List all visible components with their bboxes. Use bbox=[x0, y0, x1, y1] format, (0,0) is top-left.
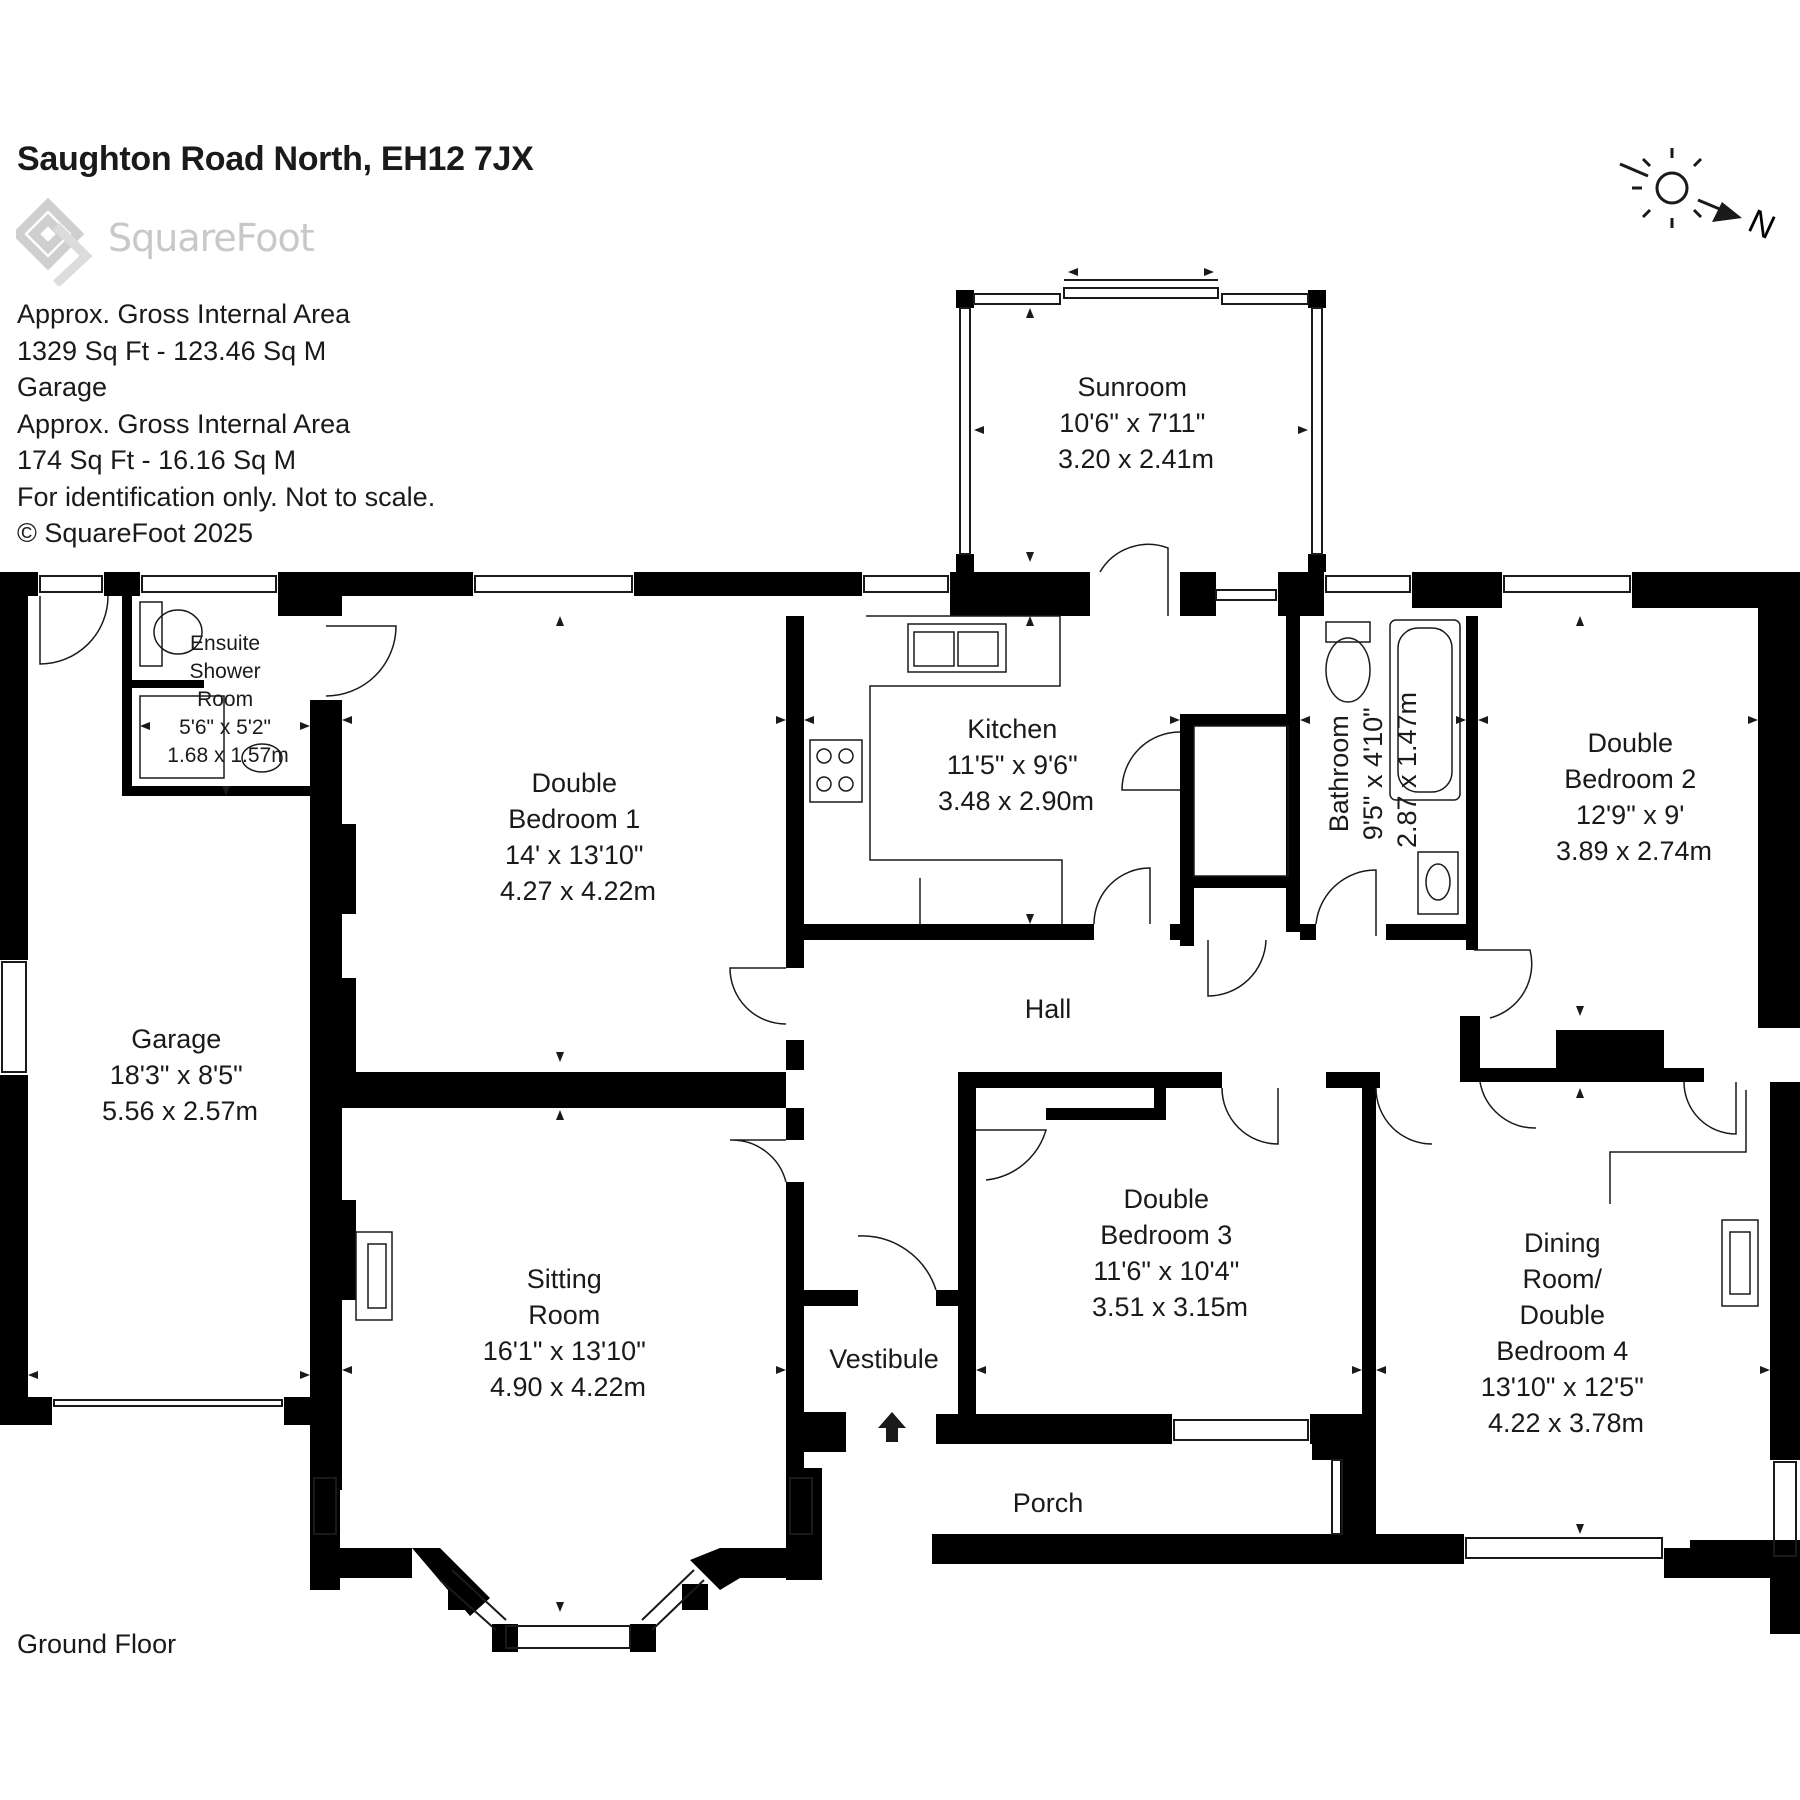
brand-name: SquareFoot bbox=[108, 216, 315, 260]
window bbox=[1311, 307, 1323, 555]
squarefoot-logo: SquareFoot bbox=[11, 196, 356, 288]
info-line: 1329 Sq Ft - 123.46 Sq M bbox=[17, 335, 327, 366]
door bbox=[857, 1235, 937, 1291]
room-hall: Hall bbox=[1025, 994, 1072, 1024]
door bbox=[1221, 1087, 1279, 1145]
window bbox=[1173, 1419, 1309, 1441]
sun-icon bbox=[1619, 148, 1723, 228]
dimension-arrows bbox=[28, 268, 1770, 1612]
sink-icon bbox=[907, 623, 1007, 673]
info-line: © SquareFoot 2025 bbox=[17, 518, 254, 548]
door bbox=[1315, 869, 1377, 936]
toilet-icon bbox=[1325, 637, 1371, 703]
walls bbox=[0, 290, 1800, 1652]
door bbox=[1121, 731, 1181, 791]
door bbox=[1474, 949, 1533, 1019]
window bbox=[959, 307, 971, 555]
info-line: Garage bbox=[17, 372, 108, 402]
diamond-logo-icon bbox=[11, 197, 93, 288]
door bbox=[1099, 543, 1169, 616]
compass: N bbox=[1619, 148, 1781, 247]
door bbox=[1207, 939, 1267, 997]
door bbox=[1375, 1087, 1433, 1145]
room-bedroom-1: Double Bedroom 1 14' x 13'10" 4.27 x 4.2… bbox=[500, 768, 656, 906]
door bbox=[1683, 1081, 1737, 1135]
door bbox=[1093, 867, 1151, 925]
bath-icon bbox=[1389, 619, 1461, 801]
shower-icon bbox=[139, 695, 225, 779]
window bbox=[863, 575, 949, 593]
info-line: Approx. Gross Internal Area bbox=[17, 299, 351, 329]
window bbox=[1063, 287, 1219, 299]
room-ensuite: Ensuite Shower Room 5'6" x 5'2" 1.68 x 1… bbox=[167, 632, 288, 767]
info-line: Approx. Gross Internal Area bbox=[17, 408, 351, 439]
window bbox=[973, 293, 1061, 305]
fireplace-icon bbox=[355, 1231, 393, 1321]
room-bedroom-2: Double Bedroom 2 12'9" x 9' 3.89 x 2.74m bbox=[1556, 728, 1712, 866]
fireplace-icon bbox=[1721, 1219, 1759, 1307]
room-kitchen: Kitchen 11'5" x 9'6" 3.48 x 2.90m bbox=[938, 714, 1094, 816]
window bbox=[789, 1477, 813, 1535]
basin-icon bbox=[1417, 851, 1459, 915]
window bbox=[1331, 1459, 1343, 1535]
room-porch: Porch bbox=[1013, 1488, 1084, 1518]
window bbox=[313, 1477, 337, 1535]
property-title: Saughton Road North, EH12 7JX bbox=[17, 140, 534, 178]
room-bedroom-3: Double Bedroom 3 11'6" x 10'4" 3.51 x 3.… bbox=[1092, 1184, 1248, 1322]
toilet-icon bbox=[153, 609, 203, 655]
room-bathroom: Bathroom 9'5" x 4'10" 2.87 x 1.47m bbox=[1324, 692, 1422, 848]
area-info: Approx. Gross Internal Area 1329 Sq Ft -… bbox=[17, 296, 435, 552]
info-line: For identification only. Not to scale. bbox=[17, 481, 436, 512]
room-garage: Garage 18'3" x 8'5" 5.56 x 2.57m bbox=[102, 1024, 258, 1126]
hob-icon bbox=[809, 739, 863, 803]
window bbox=[141, 575, 277, 593]
window bbox=[39, 575, 103, 593]
room-vestibule: Vestibule bbox=[829, 1344, 939, 1374]
window bbox=[1221, 293, 1309, 305]
north-arrow-icon bbox=[1712, 202, 1742, 222]
room-labels: Sunroom 10'6" x 7'11" 3.20 x 2.41m Ensui… bbox=[102, 372, 1712, 1518]
doors bbox=[39, 543, 1737, 1291]
room-dining: Dining Room/ Double Bedroom 4 13'10" x 1… bbox=[1481, 1228, 1652, 1438]
garage-door bbox=[53, 1399, 283, 1407]
window bbox=[1465, 1537, 1663, 1559]
door bbox=[39, 595, 109, 665]
floor-label: Ground Floor bbox=[17, 1629, 177, 1659]
north-label: N bbox=[1743, 202, 1781, 247]
window bbox=[1773, 1461, 1797, 1557]
room-sunroom: Sunroom 10'6" x 7'11" 3.20 x 2.41m bbox=[1058, 372, 1214, 474]
door bbox=[325, 625, 397, 697]
door bbox=[1479, 1081, 1537, 1129]
window bbox=[1, 961, 27, 1073]
info-line: 174 Sq Ft - 16.16 Sq M bbox=[17, 445, 297, 475]
window bbox=[1325, 575, 1411, 593]
basin-icon bbox=[241, 743, 283, 773]
room-sitting: Sitting Room 16'1" x 13'10" 4.90 x 4.22m bbox=[483, 1264, 654, 1402]
door bbox=[729, 967, 787, 1025]
window bbox=[505, 1625, 631, 1649]
fixtures bbox=[139, 601, 1759, 1321]
window bbox=[474, 575, 633, 593]
door bbox=[976, 1129, 1048, 1181]
window bbox=[1215, 589, 1277, 601]
window bbox=[1503, 575, 1631, 593]
door bbox=[729, 1139, 787, 1183]
windows bbox=[1, 279, 1797, 1649]
